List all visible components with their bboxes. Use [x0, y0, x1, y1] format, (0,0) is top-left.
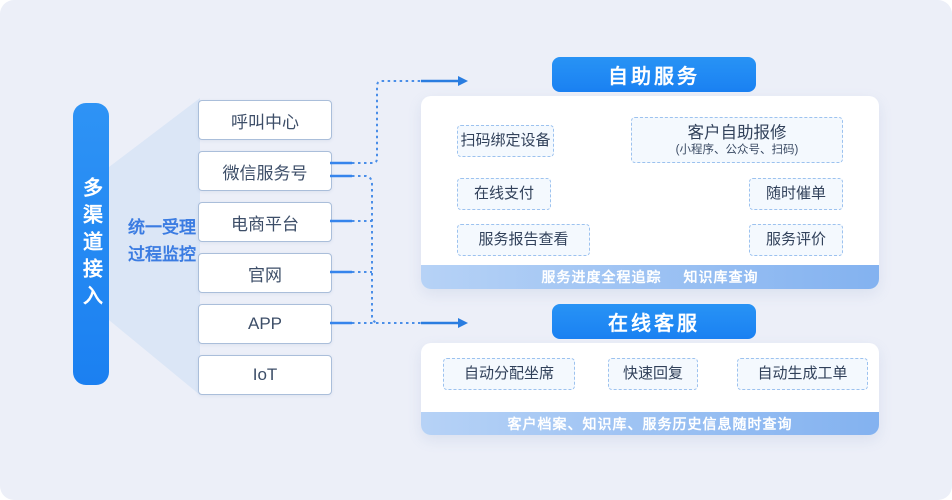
self-service-footer-right: 知识库查询 [683, 269, 759, 285]
multichannel-pill: 多渠道接入 [73, 103, 109, 385]
node-quick-reply: 快速回复 [608, 358, 698, 390]
node-label: 服务报告查看 [478, 230, 569, 248]
node-label: 自动生成工单 [757, 364, 848, 382]
node-label: 在线支付 [473, 184, 534, 202]
channel-iot: IoT [198, 355, 332, 395]
node-sublabel: (小程序、公众号、扫码) [675, 143, 799, 156]
channel-label: 电商平台 [231, 214, 299, 234]
channel-wechat: 微信服务号 [198, 151, 332, 191]
channel-app: APP [198, 304, 332, 344]
self-service-footer-left: 服务进度全程追踪 [541, 269, 662, 285]
node-online-pay: 在线支付 [457, 178, 551, 210]
channel-label: APP [247, 314, 283, 333]
process-label: 统一受理 过程监控 [116, 214, 208, 268]
channel-label: 微信服务号 [222, 163, 308, 183]
multichannel-pill-label: 多渠道接入 [79, 176, 102, 312]
node-auto-assign: 自动分配坐席 [443, 358, 575, 390]
node-urge-order: 随时催单 [749, 178, 843, 210]
channel-label: 官网 [248, 265, 282, 285]
self-service-footer-bar: 服务进度全程追踪 知识库查询 [421, 265, 879, 289]
process-label-line1: 统一受理 [128, 218, 196, 237]
online-service-footer-bar: 客户档案、知识库、服务历史信息随时查询 [421, 412, 879, 435]
node-auto-ticket: 自动生成工单 [737, 358, 868, 390]
channel-label: 呼叫中心 [231, 112, 299, 132]
node-label: 客户自助报修 [687, 123, 787, 142]
node-label: 扫码绑定设备 [460, 131, 551, 149]
node-report-view: 服务报告查看 [457, 224, 590, 256]
online-service-title-pill: 在线客服 [552, 304, 756, 339]
self-service-title-pill: 自助服务 [552, 57, 756, 92]
channel-official-site: 官网 [198, 253, 332, 293]
node-self-repair: 客户自助报修 (小程序、公众号、扫码) [631, 117, 843, 163]
node-label: 快速回复 [622, 364, 683, 382]
node-scan-bind: 扫码绑定设备 [457, 125, 554, 157]
channel-call-center: 呼叫中心 [198, 100, 332, 140]
online-service-title: 在线客服 [608, 313, 700, 335]
node-label: 自动分配坐席 [463, 364, 554, 382]
online-service-footer-text: 客户档案、知识库、服务历史信息随时查询 [507, 415, 793, 432]
process-label-line2: 过程监控 [128, 245, 196, 264]
channel-label: IoT [252, 365, 278, 384]
channel-ecommerce: 电商平台 [198, 202, 332, 242]
self-service-title: 自助服务 [608, 66, 700, 88]
node-evaluation: 服务评价 [749, 224, 843, 256]
node-label: 随时催单 [765, 184, 826, 202]
node-label: 服务评价 [765, 230, 826, 248]
